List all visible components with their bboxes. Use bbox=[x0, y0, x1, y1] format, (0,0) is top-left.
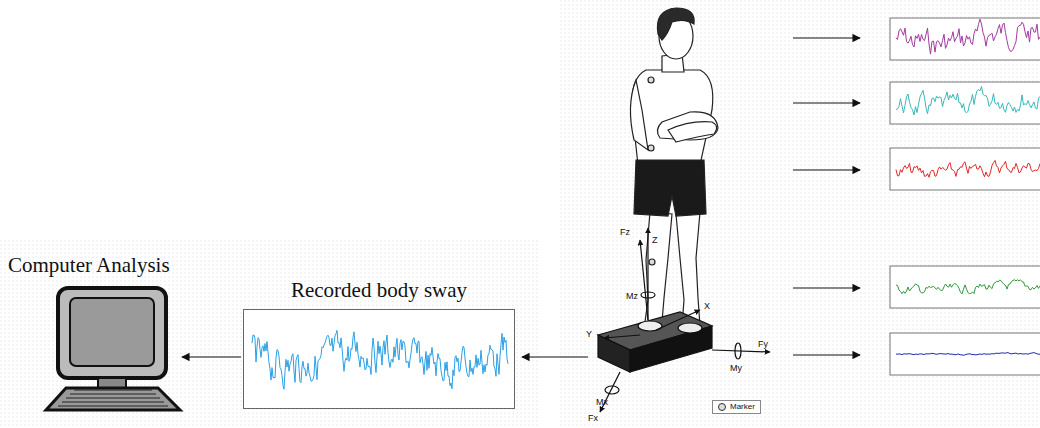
panel-title: Recorded body sway bbox=[243, 277, 515, 303]
computer-node: Computer Analysis bbox=[8, 252, 213, 414]
axis-label: Z bbox=[652, 236, 658, 245]
force-plate bbox=[598, 312, 712, 372]
computer-icon bbox=[38, 284, 188, 414]
signal-trace bbox=[896, 87, 1040, 115]
signal-trace bbox=[896, 280, 1040, 294]
legend-text: Marker bbox=[730, 403, 755, 411]
signal-traces bbox=[896, 19, 1040, 355]
standing-man bbox=[630, 8, 718, 326]
axis-label: X bbox=[704, 302, 710, 311]
signal-arrows bbox=[522, 38, 860, 357]
signal-trace bbox=[896, 160, 1040, 177]
signal-trace bbox=[896, 353, 1040, 356]
signal-trace bbox=[896, 19, 1040, 54]
signal-panel bbox=[243, 309, 515, 409]
axis-label: Fx bbox=[588, 414, 598, 423]
computer-label: Computer Analysis bbox=[8, 252, 213, 278]
axis-label: Y bbox=[586, 330, 592, 339]
signal-panels bbox=[890, 18, 1040, 375]
legend-box: Marker bbox=[712, 400, 761, 414]
axis-label: My bbox=[730, 364, 742, 373]
axis-label: Fy bbox=[758, 340, 768, 349]
sway-trace bbox=[244, 310, 514, 408]
dotted-ground bbox=[0, 240, 540, 428]
force-axes bbox=[600, 228, 770, 412]
signal-trace bbox=[252, 330, 508, 389]
flow-arrow bbox=[182, 356, 241, 357]
recorded-sway-node: Recorded body sway bbox=[243, 277, 515, 409]
marker-symbol bbox=[718, 403, 726, 411]
axis-label: Mx bbox=[596, 398, 608, 407]
axis-label: Fz bbox=[620, 228, 630, 237]
axis-label: Mz bbox=[626, 292, 638, 301]
